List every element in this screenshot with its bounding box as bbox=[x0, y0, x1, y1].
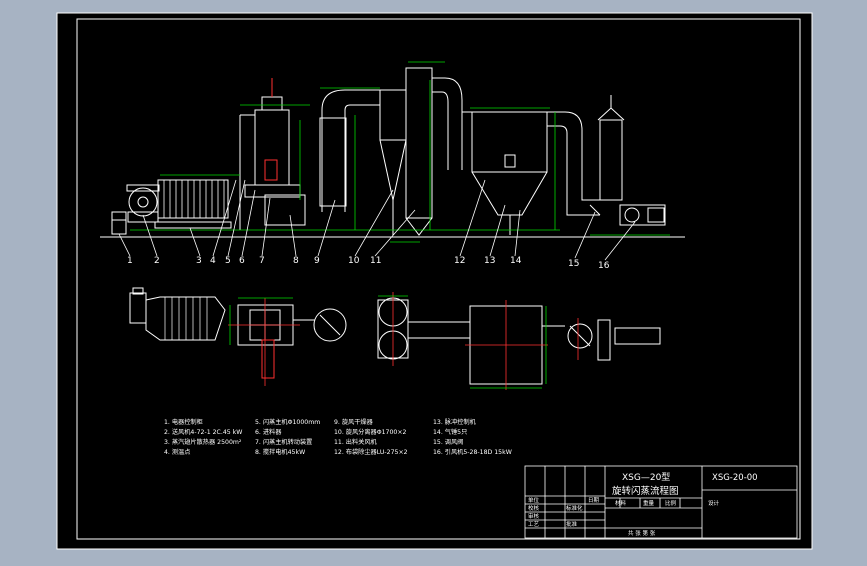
part-1: 1. 电器控制柜 bbox=[164, 418, 203, 426]
callout-16: 16 bbox=[598, 261, 610, 271]
callout-13: 13 bbox=[484, 256, 495, 266]
part-4: 4. 测温点 bbox=[164, 448, 190, 456]
induced-fan-plan bbox=[597, 319, 611, 361]
tb-ratio: 比例 bbox=[665, 499, 677, 507]
parts-list: 1. 电器控制柜 2. 送风机4-72-1 2C.45 kW 3. 蒸汽翅片散热… bbox=[164, 418, 512, 456]
tb-label-standard: 标准化 bbox=[566, 504, 583, 512]
drawing-name: 旋转闪蒸流程图 bbox=[612, 485, 679, 497]
drawing-model: XSG—20型 bbox=[622, 472, 670, 483]
callout-10: 10 bbox=[348, 256, 360, 266]
riser-plan-circle bbox=[313, 308, 347, 342]
part-9: 9. 旋风干燥器 bbox=[334, 418, 374, 426]
callout-numbers: 1 2 3 4 5 6 7 8 9 10 11 12 13 14 15 16 bbox=[127, 256, 610, 271]
callout-8: 8 bbox=[293, 256, 299, 266]
part-7: 7. 闪蒸主机转动装置 bbox=[255, 438, 312, 446]
callout-1: 1 bbox=[127, 256, 133, 266]
tb-units: 单位 bbox=[528, 496, 540, 504]
title-block-text: XSG—20型 旋转闪蒸流程图 XSG-20-00 设计 材料 重量 比例 共 … bbox=[528, 472, 758, 537]
tb-label-process: 工艺 bbox=[528, 521, 540, 528]
callout-14: 14 bbox=[510, 256, 522, 266]
dimension-lines bbox=[130, 61, 670, 243]
plan-center-lines bbox=[228, 292, 579, 390]
tb-sheet: 共 张 第 张 bbox=[628, 529, 656, 537]
part-5: 5. 闪蒸主机Φ1000mm bbox=[255, 418, 320, 426]
induced-fan bbox=[619, 204, 666, 226]
part-14: 14. 气锤5只 bbox=[433, 428, 467, 436]
tb-material: 材料 bbox=[615, 499, 627, 507]
callout-7: 7 bbox=[259, 256, 265, 266]
callout-6: 6 bbox=[239, 256, 245, 266]
callout-5: 5 bbox=[225, 256, 231, 266]
tb-label-review: 审核 bbox=[528, 512, 540, 520]
callout-4: 4 bbox=[210, 256, 216, 266]
part-8: 8. 搅拌电机45kW bbox=[255, 448, 305, 456]
tb-weight: 重量 bbox=[643, 499, 655, 507]
part-10: 10. 旋风分离器Φ1700×2 bbox=[334, 428, 407, 436]
exhaust-stack bbox=[599, 119, 623, 201]
drawing-code: XSG-20-00 bbox=[712, 473, 758, 483]
elevation-view bbox=[100, 67, 685, 238]
tb-label-design: 设计 bbox=[708, 499, 720, 507]
tb-label-approve: 批准 bbox=[566, 520, 578, 528]
part-11: 11. 出料关风机 bbox=[334, 438, 378, 446]
feeder bbox=[264, 159, 278, 181]
title-block bbox=[524, 465, 798, 539]
tb-label-check: 校核 bbox=[528, 504, 540, 512]
part-13: 13. 脉冲控制机 bbox=[433, 418, 477, 426]
callout-9: 9 bbox=[314, 256, 320, 266]
callout-2: 2 bbox=[154, 256, 160, 266]
transfer-duct bbox=[432, 77, 463, 170]
callout-leaders bbox=[118, 179, 636, 261]
callout-12: 12 bbox=[454, 256, 465, 266]
inner-frame bbox=[76, 18, 801, 540]
callout-11: 11 bbox=[370, 256, 381, 266]
part-16: 16. 引风机5-28-18D 15kW bbox=[433, 448, 512, 456]
part-12: 12. 布袋除尘器LU-275×2 bbox=[334, 448, 408, 456]
bag-filter bbox=[471, 111, 548, 173]
part-15: 15. 调风阀 bbox=[433, 438, 463, 446]
part-6: 6. 进料器 bbox=[255, 428, 282, 436]
part-3: 3. 蒸汽翅片散热器 2500m² bbox=[164, 438, 242, 446]
tb-date: 日期 bbox=[588, 497, 600, 504]
steam-radiator bbox=[157, 179, 229, 219]
part-2: 2. 送风机4-72-1 2C.45 kW bbox=[164, 428, 242, 436]
drawing-sheet bbox=[56, 12, 813, 550]
callout-15: 15 bbox=[568, 259, 579, 269]
cyclone-riser bbox=[321, 89, 381, 212]
callout-3: 3 bbox=[196, 256, 202, 266]
radiator-plan bbox=[145, 296, 226, 341]
plan-dimension-lines bbox=[229, 295, 547, 389]
exhaust-duct bbox=[547, 111, 600, 201]
